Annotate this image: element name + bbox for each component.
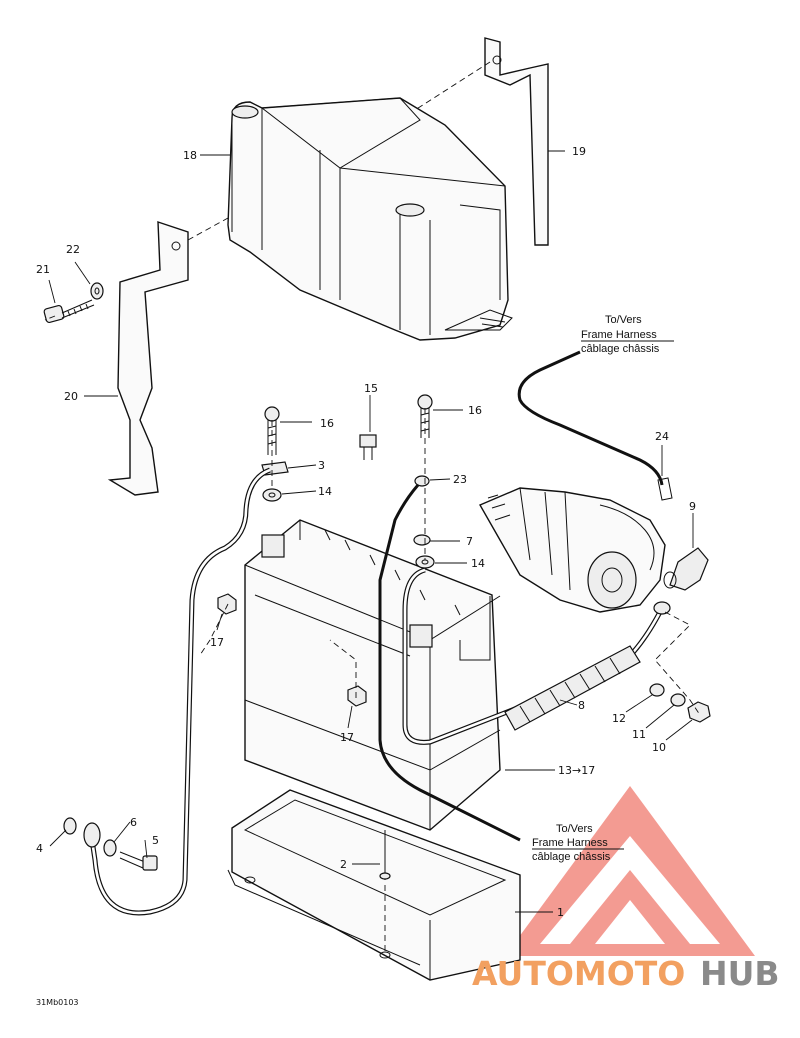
callout-22: 22 (66, 243, 80, 256)
callout-20: 20 (64, 390, 78, 403)
harness-wire-24 (517, 350, 673, 501)
bracket-left (107, 217, 229, 496)
callout-17-center: 17 (340, 731, 354, 744)
callout-14-left: 14 (318, 485, 332, 498)
negative-cable (83, 467, 271, 916)
callout-labels: 18 19 20 21 22 16 16 15 3 14 23 7 14 17 … (36, 145, 696, 919)
bolt-5 (119, 851, 158, 871)
starter-motor (479, 487, 666, 613)
washer-14-right (415, 555, 435, 569)
watermark-part2: HUB (700, 954, 780, 993)
callout-8: 8 (578, 699, 585, 712)
svg-text:câblage châssis: câblage châssis (532, 851, 611, 863)
washer-14-left (262, 488, 282, 502)
callout-16-right: 16 (468, 404, 482, 417)
callout-16-left: 16 (320, 417, 334, 430)
callout-12: 12 (612, 712, 626, 725)
cable-sleeve-8 (504, 645, 641, 731)
svg-text:To/Vers: To/Vers (556, 823, 593, 835)
callout-23: 23 (453, 473, 467, 486)
washer-6 (103, 839, 117, 857)
watermark-text: AUTOMOTO HUB (472, 954, 780, 993)
svg-text:To/Vers: To/Vers (605, 314, 642, 326)
frame-harness-label-top: To/Vers Frame Harness câblage châssis (581, 314, 674, 355)
pin-2 (379, 830, 391, 955)
washer-4 (63, 817, 77, 835)
leader-lines (48, 150, 694, 913)
callout-24: 24 (655, 430, 669, 443)
washer-7 (413, 534, 431, 546)
callout-3: 3 (318, 459, 325, 472)
callout-13: 13→17 (558, 764, 595, 777)
callout-6: 6 (130, 816, 137, 829)
callout-17-left: 17 (210, 636, 224, 649)
callout-9: 9 (689, 500, 696, 513)
washer-11 (670, 693, 686, 707)
frame-harness-label-bottom: To/Vers Frame Harness câblage châssis (532, 823, 624, 863)
watermark-logo (505, 786, 755, 956)
bolt-16-left (264, 406, 280, 455)
callout-21: 21 (36, 263, 50, 276)
battery-cover-box (227, 97, 513, 341)
nut-17-center (347, 685, 367, 707)
svg-text:Frame Harness: Frame Harness (581, 329, 657, 341)
svg-text:câblage châssis: câblage châssis (581, 343, 660, 355)
callout-18: 18 (183, 149, 197, 162)
svg-text:Frame Harness: Frame Harness (532, 837, 608, 849)
battery (244, 519, 501, 831)
callout-19: 19 (572, 145, 586, 158)
washer-12 (649, 683, 665, 697)
vent-cap-15 (359, 434, 377, 460)
positive-cable (402, 567, 671, 745)
battery-tray (227, 789, 521, 981)
callout-2: 2 (340, 858, 347, 871)
nut-10 (687, 701, 711, 723)
watermark-part1: AUTOMOTO (472, 954, 685, 993)
drawing-code: 31Mb0103 (36, 998, 79, 1007)
callout-10: 10 (652, 741, 666, 754)
callout-4: 4 (36, 842, 43, 855)
callout-14-right: 14 (471, 557, 485, 570)
ground-wire (378, 475, 521, 842)
nut-17-left (217, 593, 237, 615)
callout-15: 15 (364, 382, 378, 395)
bracket-right (414, 37, 549, 246)
screw-21 (43, 299, 95, 324)
callout-7: 7 (466, 535, 473, 548)
terminal-boot-9 (663, 547, 709, 591)
callout-5: 5 (152, 834, 159, 847)
callout-11: 11 (632, 728, 646, 741)
alignment-lines (44, 315, 701, 716)
callout-1: 1 (557, 906, 564, 919)
washer-22 (90, 282, 104, 300)
